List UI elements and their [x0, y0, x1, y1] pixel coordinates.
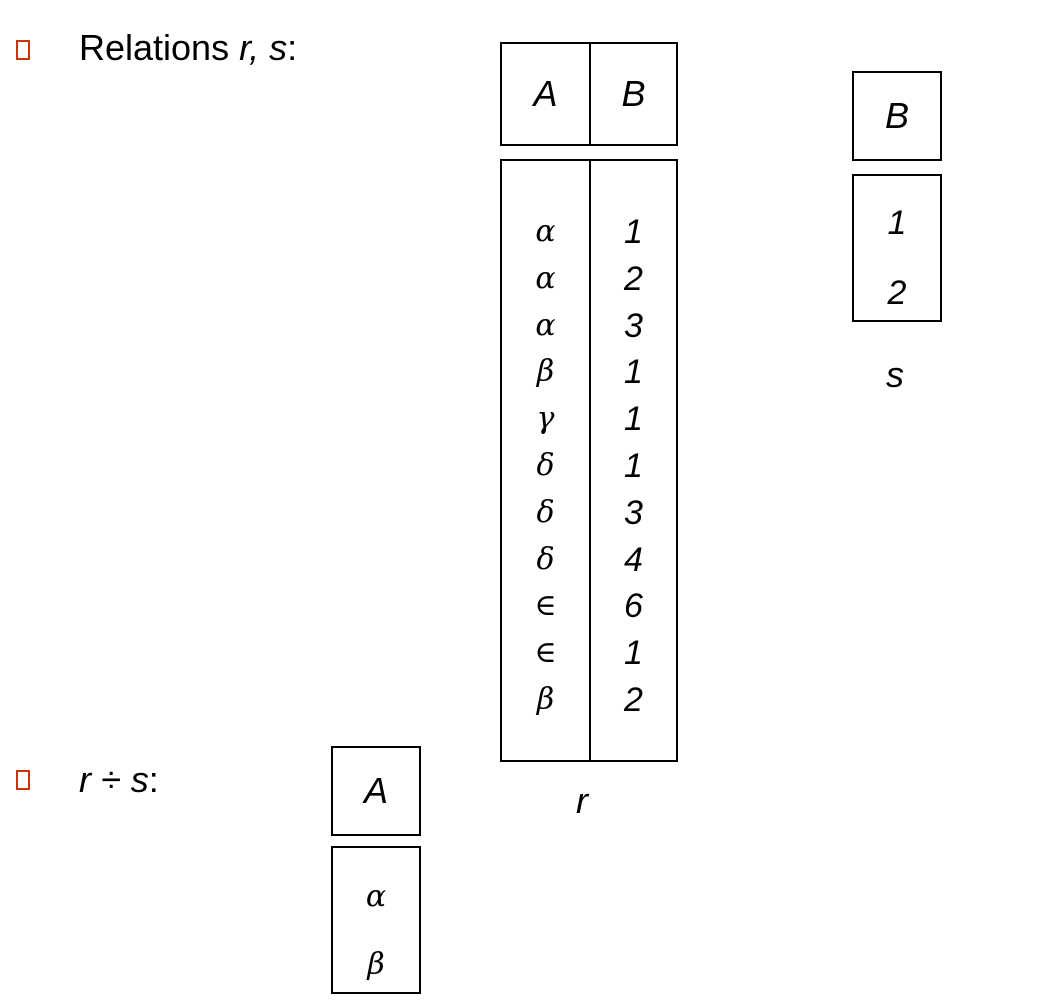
table-cell: 1	[624, 447, 643, 485]
relation-s-body: 1 2	[852, 174, 942, 322]
bullet-icon	[16, 770, 30, 790]
table-cell: α	[535, 260, 556, 296]
column-header-b: B	[884, 95, 909, 136]
table-cell: 2	[624, 259, 643, 298]
table-cell: 1	[624, 213, 643, 251]
table-cell: 3	[624, 306, 643, 345]
table-cell: γ	[536, 401, 555, 437]
relation-r-caption: r	[576, 780, 588, 821]
table-cell: 1	[624, 634, 643, 673]
heading-suffix: :	[287, 27, 298, 68]
heading-italic: r, s	[239, 27, 288, 68]
division-suffix: :	[148, 759, 159, 800]
table-cell: δ	[536, 494, 555, 530]
table-cell: 2	[887, 274, 907, 312]
table-cell: 6	[624, 587, 643, 626]
table-cell: 1	[624, 400, 643, 439]
relation-s-caption: s	[886, 354, 904, 395]
table-cell: β	[536, 682, 555, 717]
table-cell: α	[365, 879, 387, 914]
table-cell: 2	[624, 681, 643, 719]
table-cell: 1	[887, 204, 907, 242]
result-header: A	[331, 746, 421, 836]
table-cell: α	[535, 307, 556, 343]
table-cell: ∈	[534, 635, 557, 671]
column-header-a: A	[363, 770, 388, 811]
table-cell: β	[536, 354, 555, 390]
division-italic: r ÷ s	[79, 759, 149, 800]
table-cell: δ	[536, 541, 555, 577]
relation-r-body: α 1 α 2 α 3 β 1 γ 1 δ 1 δ 3 δ 4 ∈ 6 ∈ 1 β 2	[500, 159, 678, 762]
relation-r-header: A B	[500, 42, 678, 146]
column-divider	[589, 161, 591, 760]
bullet-icon	[16, 40, 30, 60]
table-cell: β	[367, 947, 385, 982]
column-divider	[589, 44, 591, 144]
division-heading: r ÷ s:	[79, 760, 159, 800]
result-body: α β	[331, 846, 421, 994]
column-header-b: B	[621, 73, 646, 114]
table-cell: 3	[624, 493, 643, 532]
table-cell: 4	[624, 540, 643, 579]
table-cell: α	[535, 214, 556, 249]
table-cell: ∈	[534, 588, 557, 624]
heading-text: Relations	[79, 27, 240, 68]
table-cell: δ	[536, 448, 555, 483]
relations-heading: Relations r, s:	[79, 28, 297, 68]
column-header-a: A	[533, 73, 558, 114]
relation-s-header: B	[852, 71, 942, 161]
table-cell: 1	[624, 353, 643, 392]
